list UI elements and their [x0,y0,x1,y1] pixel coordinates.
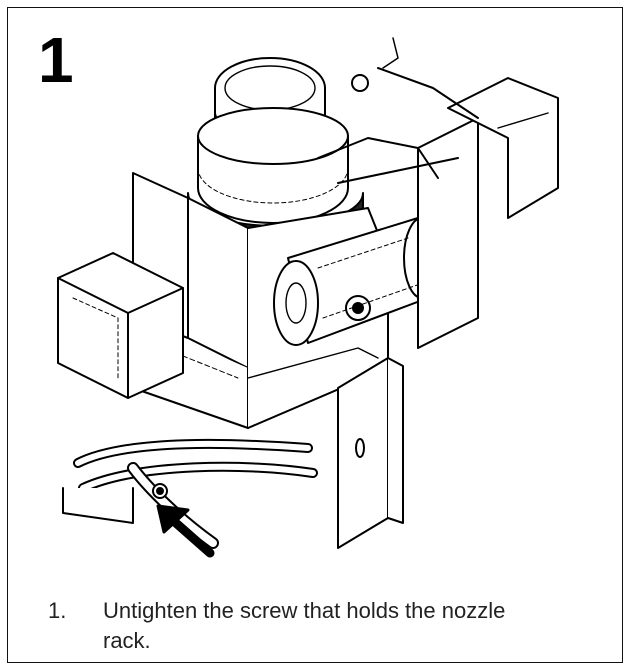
step-number: 1 [38,24,74,96]
instruction-panel: 1 1. Untighten the screw that holds the … [7,7,623,663]
burner-assembly-illustration [57,37,559,558]
oil-hoses [62,438,318,549]
instruction-text: Untighten the screw that holds the nozzl… [103,598,506,653]
control-box [57,252,184,399]
air-inlet-cylinder [187,57,364,247]
arrow-up-left-icon [156,504,215,558]
mounting-bracket [317,37,559,549]
instruction-index: 1. [48,598,67,623]
